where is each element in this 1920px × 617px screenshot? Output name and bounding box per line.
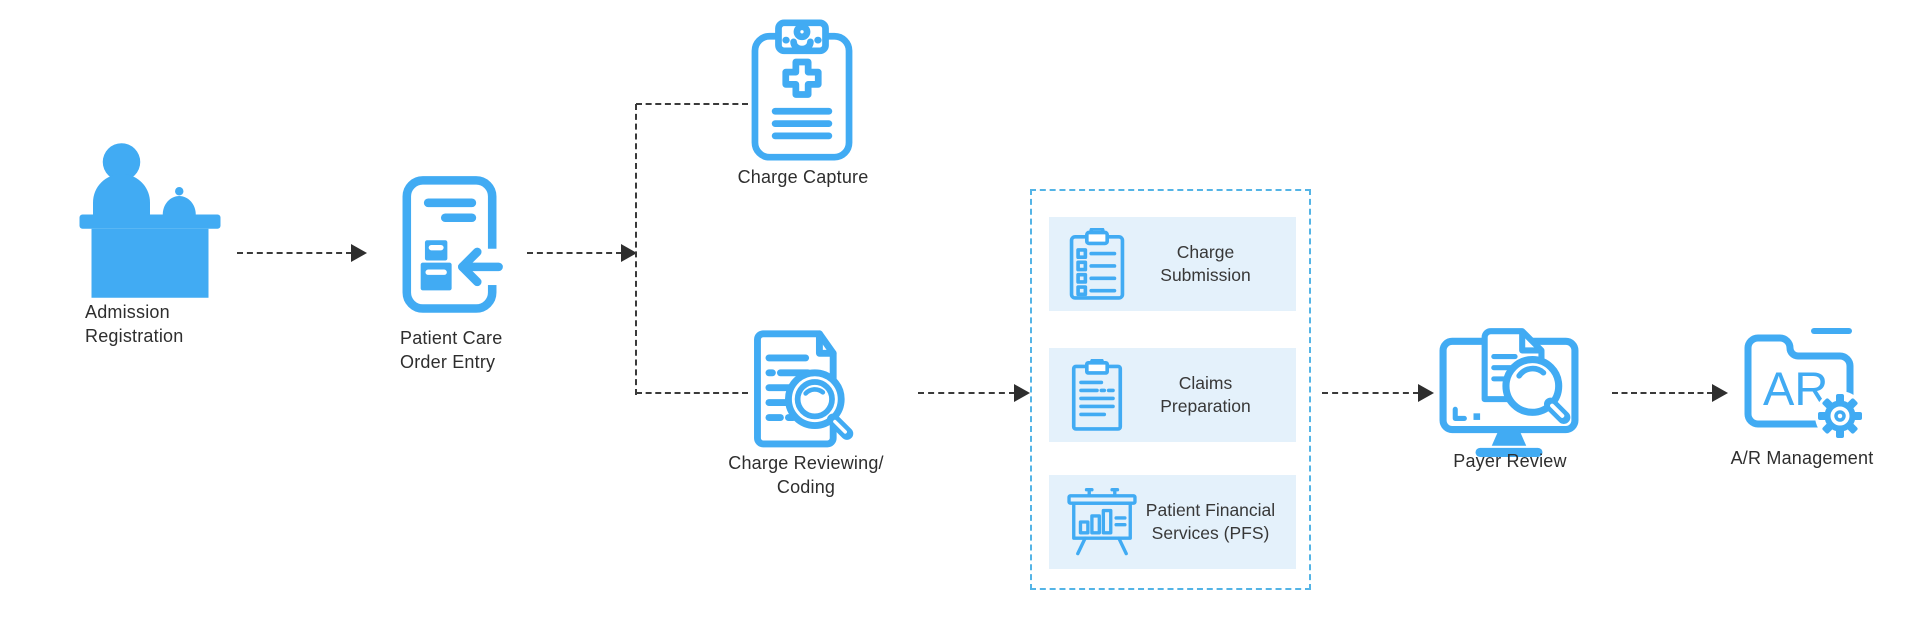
arrow-review-to-billing-group: [918, 384, 1030, 402]
billing-group-box: Charge Submission Claims Preparation: [1030, 189, 1311, 590]
billing-row-label: Charge Submission: [1160, 242, 1251, 285]
arrow-admission-to-order-entry: [237, 244, 367, 262]
ar-management-label: A/R Management: [1730, 448, 1874, 468]
order-entry-document-icon: [402, 176, 503, 313]
lined-clipboard-icon: [1071, 358, 1123, 431]
branch-connector-vertical: [635, 104, 637, 395]
billing-row-patient-financial-services: Patient Financial Services (PFS): [1049, 475, 1296, 569]
gear-icon: [1815, 391, 1865, 441]
arrow-order-entry-to-branch: [527, 244, 637, 262]
billing-row-label: Patient Financial Services (PFS): [1145, 500, 1276, 543]
charge-reviewing-coding-label: Charge Reviewing/ Coding: [728, 453, 884, 497]
checklist-clipboard-icon: [1069, 227, 1125, 300]
medical-clipboard-icon: [751, 19, 853, 161]
bar-chart-easel-icon: [1067, 488, 1137, 556]
arrow-payer-review-to-ar-management: [1612, 384, 1728, 402]
patient-care-order-entry-label: Patient Care Order Entry: [400, 328, 503, 372]
billing-row-charge-submission: Charge Submission: [1049, 217, 1296, 311]
document-magnifier-icon: [754, 330, 854, 448]
branch-connector-bottom: [636, 392, 748, 394]
charge-capture-label: Charge Capture: [737, 167, 869, 187]
billing-row-claims-preparation: Claims Preparation: [1049, 348, 1296, 442]
branch-connector-top: [636, 103, 748, 105]
arrow-billing-group-to-payer-review: [1322, 384, 1434, 402]
billing-row-label: Claims Preparation: [1160, 373, 1251, 416]
reception-desk-icon: [79, 143, 221, 298]
monitor-document-magnifier-icon: [1439, 328, 1579, 457]
payer-review-label: Payer Review: [1453, 451, 1567, 471]
ar-folder-gear-icon: AR: [1744, 328, 1865, 441]
admission-registration-label: Admission Registration: [85, 302, 184, 346]
